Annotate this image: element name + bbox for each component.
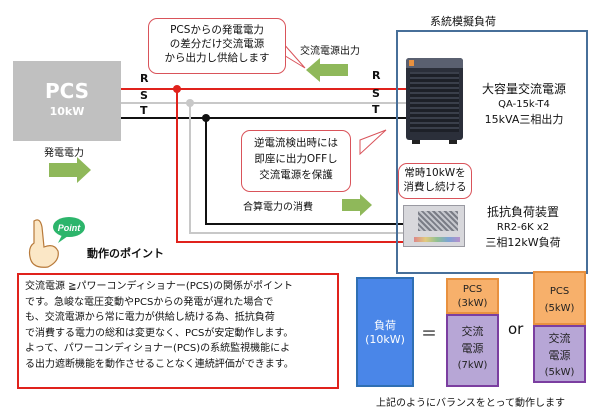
phase-r-right: R [372,69,381,82]
resistive-load-model: RR2-6K x2 [496,222,550,233]
case1-ac-value: (7kW) [457,360,488,371]
ac-source-name: 大容量交流電源 [481,82,566,96]
case2-pcs-value: (5kW) [544,303,575,314]
callout-line: 逆電流検出時には [254,137,338,149]
callout-line: 交流電源を保護 [259,169,333,181]
system-load-frame [396,30,588,274]
case2-ac-label: 電源 [548,349,571,362]
resistive-load-device-image [403,205,465,247]
load-block: 負荷 (10kW) [356,277,414,387]
point-text-line: る出力遮断機能を動作させることなく連続評価ができます。 [25,358,294,370]
case1-pcs-block: PCS (3kW) [446,278,499,314]
ac-output-label: 交流電源出力 [300,46,360,57]
case2-pcs-label: PCS [549,286,570,297]
resistive-load-spec: 三相12kW負荷 [485,236,561,249]
point-text-line: も、交流電源から常に電力が供給し続ける為、抵抗負荷 [25,312,275,324]
phase-t-right: T [372,103,380,116]
pcs-block: PCS 10kW [13,61,121,141]
resistive-load-name: 抵抗負荷装置 [486,205,559,219]
callout-line: の差分だけ交流電源 [169,38,265,50]
generated-power-label: 発電電力 [44,148,84,159]
consumption-arrow-icon [342,194,372,216]
callout-line: 消費し続ける [403,181,467,193]
case2-ac-label: 交流 [548,332,571,345]
ac-source-spec: 15kVA三相出力 [484,113,564,126]
s-junction [186,99,194,107]
load-label: 負荷 [374,319,396,332]
load-value: (10kW) [365,333,405,346]
point-heading: 動作のポイント [87,247,164,260]
system-load-title: 系統模擬負荷 [430,15,496,28]
t-branch-line [205,118,405,225]
case1-ac-label: 電源 [461,342,484,355]
case2-pcs-block: PCS (5kW) [533,271,586,325]
callout-line: PCSからの発電電力 [170,24,264,36]
combined-consumption-label: 合算電力の消費 [243,202,313,213]
pcs-capacity: 10kW [49,105,85,118]
generated-power-arrow-icon [49,157,91,183]
callout-supply-difference: PCSからの発電電力 の差分だけ交流電源 から出力し供給します [148,18,286,74]
phase-s-right: S [372,87,380,100]
phase-r-left: R [140,72,149,85]
point-text-line: よって、パワーコンディショナー(PCS)の系統監視機能によ [25,343,291,355]
case1-ac-block: 交流 電源 (7kW) [446,314,499,387]
point-explanation-box: 交流電源 ≧パワーコンディショナー(PCS)の関係がポイント です。急峻な電圧変… [17,273,339,389]
pointing-hand-icon: Point [28,217,85,268]
resistive-load-info: 抵抗負荷装置 RR2-6K x2 三相12kW負荷 [466,205,580,250]
callout-line: から出力し供給します [164,52,270,64]
callout-line: 常時10kWを [404,167,466,179]
callout-constant-load: 常時10kWを 消費し続ける [398,163,472,199]
callout-reverse-current: 逆電流検出時には 即座に出力OFFし 交流電源を保護 [241,130,351,192]
case1-pcs-value: (3kW) [457,298,488,309]
case1-ac-label: 交流 [461,325,484,338]
point-text-line: で消費する電力の総和は変更なく、PCSが安定動作します。 [25,327,294,339]
point-text-line: 交流電源 ≧パワーコンディショナー(PCS)の関係がポイント [25,281,294,292]
ac-source-info: 大容量交流電源 QA-15k-T4 15kVA三相出力 [468,82,580,127]
s-branch-line [189,103,405,234]
case1-pcs-label: PCS [462,284,483,295]
ac-output-arrow-icon [306,58,348,82]
point-badge-text: Point [58,223,81,233]
pcs-label: PCS [44,79,90,103]
callout-tail-reverse [359,129,387,156]
ac-source-model: QA-15k-T4 [498,99,550,110]
case2-ac-value: (5kW) [544,367,575,378]
phase-t-left: T [140,104,148,117]
phase-s-left: S [140,89,148,102]
callout-line: 即座に出力OFFし [254,153,338,165]
t-junction [202,114,210,122]
balance-caption: 上記のようにバランスをとって動作します [376,398,565,409]
r-junction [173,85,181,93]
point-text-line: です。急峻な電圧変動やPCSからの発電が遅れた場合で [25,296,274,308]
or-label: or [508,320,524,338]
case2-ac-block: 交流 電源 (5kW) [533,325,586,383]
equals-sign: ＝ [421,324,438,343]
ac-source-device-image [406,58,463,144]
